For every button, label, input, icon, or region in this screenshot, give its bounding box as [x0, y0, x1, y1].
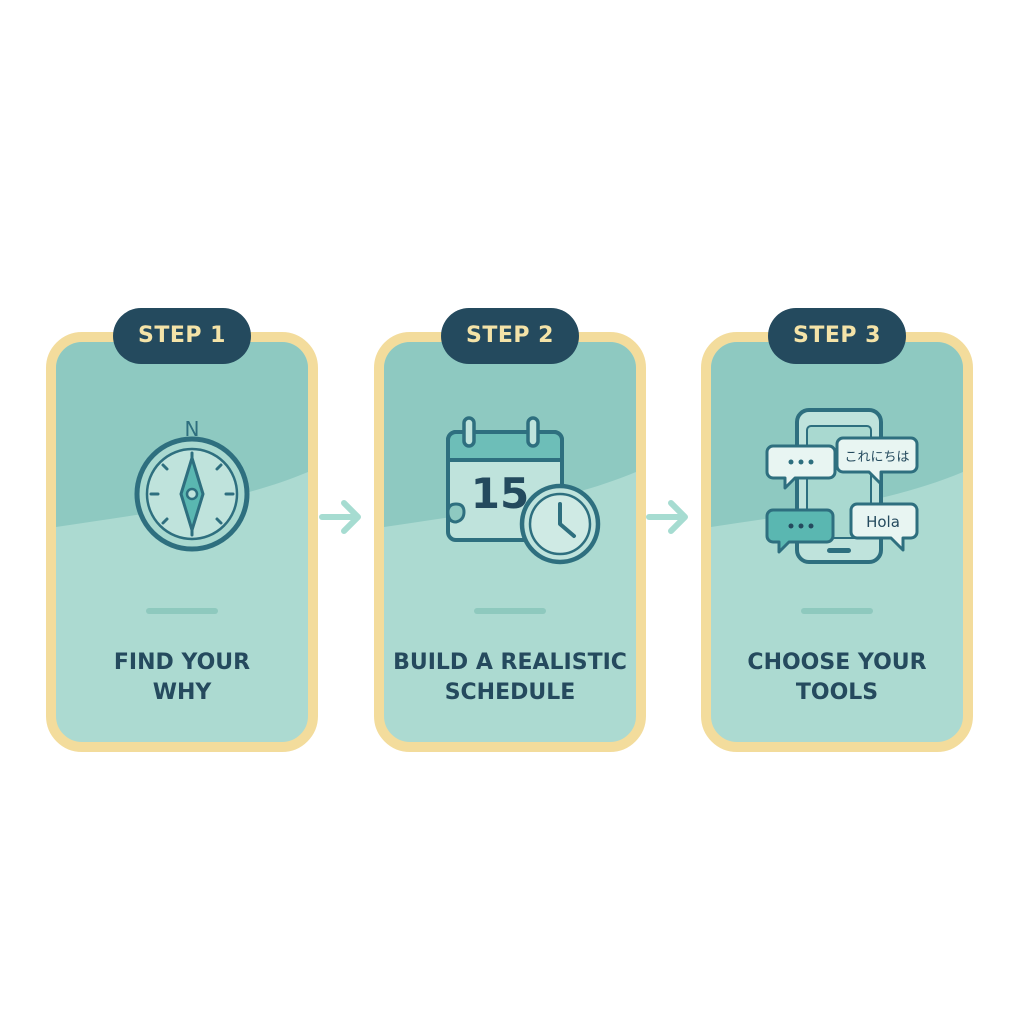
step-card-3: これにちは Hola CHOOSE YOUR TOOLS: [701, 332, 973, 752]
calendar-clock-icon: 15: [446, 416, 601, 565]
step-title: CHOOSE YOUR TOOLS: [747, 650, 927, 705]
arrow-right-icon: [646, 500, 688, 534]
step-badge-1: STEP 1: [113, 308, 251, 364]
step-title: FIND YOUR WHY: [113, 650, 251, 705]
phone-chat-icon: これにちは Hola: [765, 408, 919, 564]
compass-north-letter: N: [185, 417, 200, 441]
compass-icon: N: [134, 417, 250, 552]
arrow-right-icon: [319, 500, 361, 534]
calendar-day: 15: [471, 469, 529, 518]
card-divider: [801, 608, 873, 614]
step-badge-3: STEP 3: [768, 308, 906, 364]
step-card-1: N FIND YOUR WHY: [46, 332, 318, 752]
step-card-2: 15 BUILD A REALISTIC SCHEDULE: [374, 332, 646, 752]
card-divider: [146, 608, 218, 614]
step-badge-2: STEP 2: [441, 308, 579, 364]
card-divider: [474, 608, 546, 614]
bubble-text-spanish: Hola: [866, 513, 900, 531]
step-title: BUILD A REALISTIC SCHEDULE: [393, 650, 627, 705]
bubble-text-japanese: これにちは: [844, 450, 909, 465]
